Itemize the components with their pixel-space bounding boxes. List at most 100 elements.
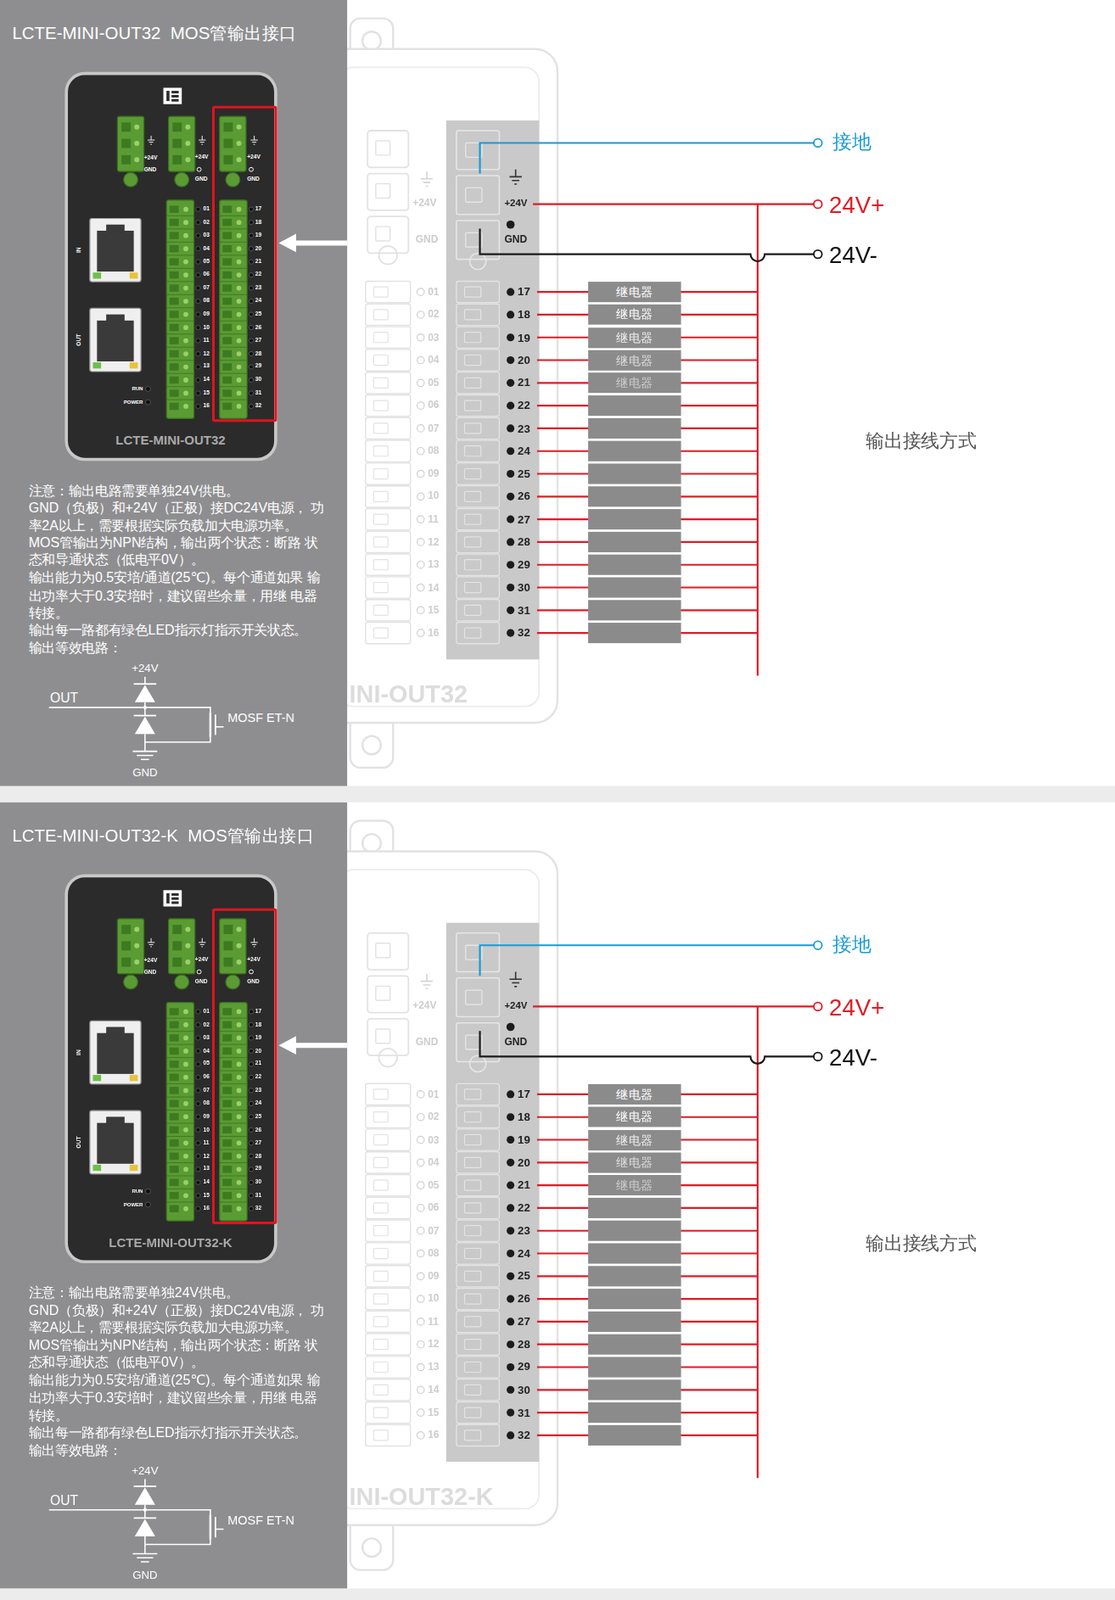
led-dot xyxy=(248,351,253,356)
rj45-latch xyxy=(106,224,125,232)
terminal-divider xyxy=(219,215,247,217)
connector-foot xyxy=(174,974,190,990)
terminal-label: +24V xyxy=(195,957,209,964)
terminal-divider xyxy=(219,1123,247,1125)
terminal-divider xyxy=(166,280,194,282)
highlight-block xyxy=(446,120,540,660)
device-model: LCTE-MINI-OUT32 xyxy=(115,434,226,448)
terminal-slot xyxy=(222,271,232,279)
block-terminal xyxy=(456,1424,500,1446)
faded-pin-number: 05 xyxy=(427,377,439,388)
pin-number: 23 xyxy=(517,1225,531,1237)
terminal-slot xyxy=(169,363,180,370)
faded-pin-number: 11 xyxy=(427,514,439,525)
wire-label: 接地 xyxy=(832,132,872,152)
terminal-screw xyxy=(183,1087,189,1093)
faded-terminal xyxy=(365,349,411,371)
terminal-screw xyxy=(236,1062,242,1068)
pin-number: 03 xyxy=(202,1035,209,1042)
terminal-strip xyxy=(219,200,247,420)
terminal-divider xyxy=(219,373,247,375)
led-dot xyxy=(248,259,253,264)
terminal-slot xyxy=(222,1034,232,1042)
note-text: 注意：输出电路需要单独24V供电。 xyxy=(28,481,327,500)
connector-screw xyxy=(184,927,191,933)
wire-label: 24V+ xyxy=(829,193,885,218)
faded-pin-number: 06 xyxy=(427,400,439,411)
terminal-screw xyxy=(183,1009,189,1015)
block-terminal xyxy=(456,1243,500,1265)
status-led xyxy=(145,386,151,392)
pin-number: 18 xyxy=(255,219,262,226)
connector-slot xyxy=(172,155,182,165)
connector-screw xyxy=(134,943,140,949)
terminal-divider xyxy=(219,359,247,361)
faded-led xyxy=(417,1432,425,1440)
pin-dot xyxy=(506,288,515,297)
faded-terminal xyxy=(365,1401,411,1424)
faded-terminal-slot xyxy=(373,582,388,593)
led-dot xyxy=(196,1009,201,1015)
terminal-screw xyxy=(183,1193,189,1199)
mosfet-gate-lead xyxy=(215,726,225,729)
terminal-label: GND xyxy=(504,1037,527,1048)
terminal-screw xyxy=(183,1154,189,1160)
terminal-slot xyxy=(169,218,180,226)
faded-terminal xyxy=(365,372,411,394)
pin-number: 29 xyxy=(255,364,262,370)
led-dot xyxy=(196,351,201,356)
faded-led xyxy=(417,1249,425,1257)
pin-dot xyxy=(506,493,515,501)
device-body-outline xyxy=(324,851,558,1526)
circuit-label: +24V xyxy=(131,663,158,675)
terminal-screw xyxy=(236,233,242,239)
panel-title: LCTE-MINI-OUT32 MOS管输出接口 xyxy=(11,24,297,42)
terminal-screw xyxy=(236,1087,242,1093)
terminal-screw xyxy=(236,1154,242,1160)
pin-dot xyxy=(506,1363,515,1372)
led-dot xyxy=(248,233,253,238)
block-terminal xyxy=(456,1311,500,1333)
terminal-divider xyxy=(166,333,194,335)
faded-terminal-slot xyxy=(373,1226,388,1237)
relay-box-blank xyxy=(588,1379,682,1401)
terminal-slot xyxy=(222,389,232,397)
pin-dot xyxy=(506,583,515,592)
earth-symbol xyxy=(147,938,155,947)
led-dot xyxy=(248,1101,253,1106)
connector-screw xyxy=(134,156,140,163)
terminal-slot xyxy=(222,245,232,253)
faded-terminal xyxy=(365,1356,411,1379)
led-dot xyxy=(248,1115,253,1120)
pin-number: 32 xyxy=(517,1429,531,1441)
connector-screw xyxy=(236,156,242,163)
faded-terminal xyxy=(365,1174,411,1196)
power-bus xyxy=(756,1006,759,1479)
pin-number: 23 xyxy=(255,1087,262,1094)
terminal-slot xyxy=(222,218,232,226)
terminal-screw xyxy=(236,324,242,331)
pin-number: 21 xyxy=(517,377,531,389)
connector-slot xyxy=(121,958,131,968)
connector-screw xyxy=(236,959,242,965)
terminal-slot xyxy=(169,1165,180,1173)
terminal-slot xyxy=(222,403,232,410)
logo-mark xyxy=(171,902,179,905)
terminal-divider xyxy=(219,307,247,309)
pin-number: 13 xyxy=(202,1166,209,1173)
logo-mark xyxy=(171,95,179,98)
connector-screw xyxy=(236,140,242,146)
faded-pin-number: 16 xyxy=(427,627,439,639)
pin-number: 30 xyxy=(517,1384,531,1396)
relay-label: 继电器 xyxy=(616,353,653,366)
block-terminal xyxy=(456,1379,500,1401)
faded-led xyxy=(417,311,425,319)
led-dot xyxy=(248,1180,253,1185)
faded-terminal-slot xyxy=(375,184,391,199)
block-terminal-slot xyxy=(465,1226,482,1237)
block-terminal-slot xyxy=(465,446,482,457)
diode-symbol xyxy=(134,717,156,734)
faded-terminal xyxy=(365,303,411,325)
block-terminal-slot xyxy=(465,400,482,411)
